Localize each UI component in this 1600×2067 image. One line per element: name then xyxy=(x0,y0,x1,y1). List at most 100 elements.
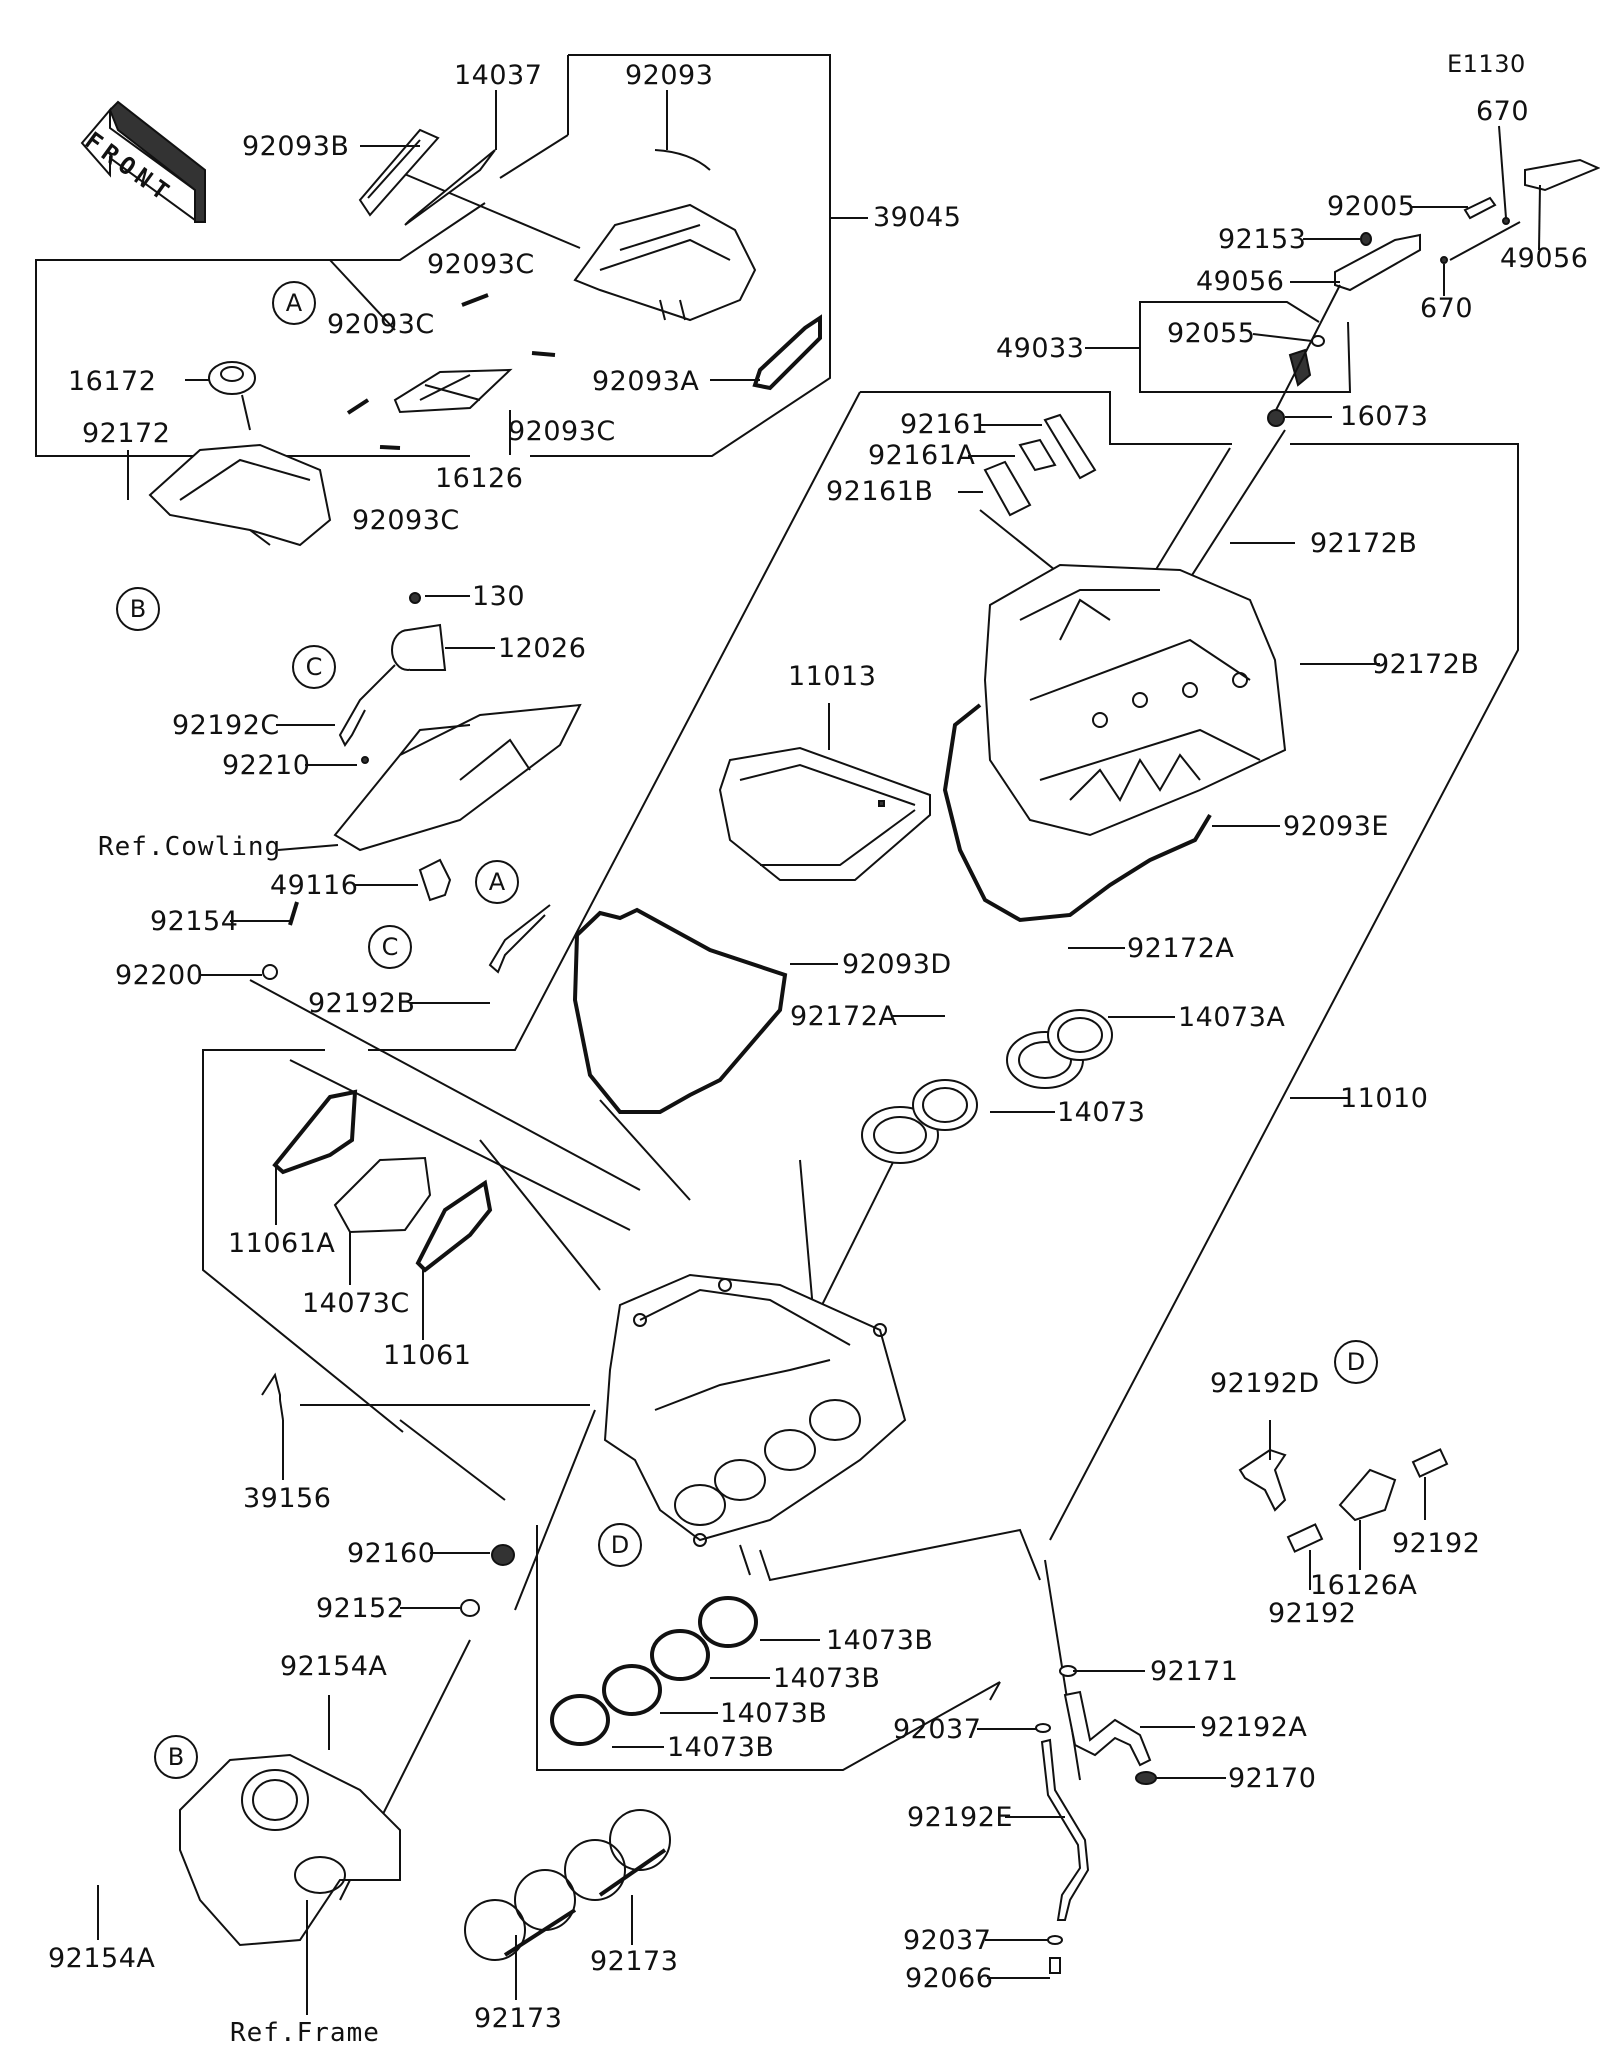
part-label-92093e[interactable]: 92093E xyxy=(1283,811,1389,842)
part-label-49116[interactable]: 49116 xyxy=(270,870,359,901)
part-label-92192-left[interactable]: 92192 xyxy=(1268,1598,1357,1629)
part-label-92093c-3[interactable]: 92093C xyxy=(508,416,616,447)
callout-a-2: A xyxy=(475,860,519,904)
part-92093 xyxy=(655,150,710,170)
part-label-92055[interactable]: 92055 xyxy=(1167,318,1256,349)
part-label-92192d[interactable]: 92192D xyxy=(1210,1368,1320,1399)
part-label-92173-left[interactable]: 92173 xyxy=(474,2003,563,2034)
diagram-code: E1130 xyxy=(1447,50,1526,78)
part-label-92152[interactable]: 92152 xyxy=(316,1593,405,1624)
part-label-39045[interactable]: 39045 xyxy=(873,202,962,233)
part-label-92161[interactable]: 92161 xyxy=(900,409,989,440)
part-92192d xyxy=(1240,1450,1285,1510)
part-label-92093c-1[interactable]: 92093C xyxy=(427,249,535,280)
part-14073b-rings xyxy=(552,1598,756,1744)
part-label-92192a[interactable]: 92192A xyxy=(1200,1712,1308,1743)
part-label-92161b[interactable]: 92161B xyxy=(826,476,934,507)
part-11061 xyxy=(418,1183,490,1270)
part-16172 xyxy=(209,362,255,430)
part-label-92093c-2[interactable]: 92093C xyxy=(327,309,435,340)
front-arrow-icon xyxy=(82,102,205,222)
part-label-49033[interactable]: 49033 xyxy=(996,333,1085,364)
part-92192b xyxy=(490,905,550,972)
part-label-16172[interactable]: 16172 xyxy=(68,366,157,397)
part-label-14073b-3[interactable]: 14073B xyxy=(720,1698,828,1729)
part-92005 xyxy=(1465,198,1495,218)
part-label-39156[interactable]: 39156 xyxy=(243,1483,332,1514)
part-11061a xyxy=(275,1092,355,1172)
part-92093d xyxy=(575,910,785,1112)
part-label-92172a-1[interactable]: 92172A xyxy=(1127,933,1235,964)
part-label-670-top[interactable]: 670 xyxy=(1476,96,1530,127)
part-label-92154a-left[interactable]: 92154A xyxy=(48,1943,156,1974)
part-92192a xyxy=(1065,1692,1150,1765)
part-label-92200[interactable]: 92200 xyxy=(115,960,204,991)
part-label-11013[interactable]: 11013 xyxy=(788,661,877,692)
group-box-39045 xyxy=(530,55,830,456)
part-92173-clamps xyxy=(465,1810,670,1960)
part-label-92093a[interactable]: 92093A xyxy=(592,366,700,397)
part-label-92171[interactable]: 92171 xyxy=(1150,1656,1239,1687)
part-label-92172b-2[interactable]: 92172B xyxy=(1372,649,1480,680)
part-label-92161a[interactable]: 92161A xyxy=(868,440,976,471)
part-label-92037-top[interactable]: 92037 xyxy=(893,1714,982,1745)
part-12026 xyxy=(392,625,445,670)
part-92210 xyxy=(362,757,368,763)
part-label-14073a[interactable]: 14073A xyxy=(1178,1002,1286,1033)
part-label-92173-right[interactable]: 92173 xyxy=(590,1946,679,1977)
part-label-92154[interactable]: 92154 xyxy=(150,906,239,937)
part-label-11061a[interactable]: 11061A xyxy=(228,1228,336,1259)
part-92170 xyxy=(1136,1772,1156,1784)
part-label-92172b-1[interactable]: 92172B xyxy=(1310,528,1418,559)
part-92160 xyxy=(492,1545,514,1565)
part-label-92160[interactable]: 92160 xyxy=(347,1538,436,1569)
part-label-92093[interactable]: 92093 xyxy=(625,60,714,91)
part-label-14037[interactable]: 14037 xyxy=(454,60,543,91)
part-label-11061[interactable]: 11061 xyxy=(383,1340,472,1371)
part-label-670-bottom[interactable]: 670 xyxy=(1420,293,1474,324)
part-14073 xyxy=(862,1080,977,1163)
part-label-16126a[interactable]: 16126A xyxy=(1310,1570,1418,1601)
part-16126a xyxy=(1340,1470,1395,1520)
part-label-92172a-2[interactable]: 92172A xyxy=(790,1001,898,1032)
part-label-11010[interactable]: 11010 xyxy=(1340,1083,1429,1114)
part-lower-housing xyxy=(150,445,330,545)
part-label-14073c[interactable]: 14073C xyxy=(302,1288,410,1319)
part-92037-bottom xyxy=(1048,1936,1062,1944)
part-label-92172[interactable]: 92172 xyxy=(82,418,171,449)
part-label-16126[interactable]: 16126 xyxy=(435,463,524,494)
part-label-92170[interactable]: 92170 xyxy=(1228,1763,1317,1794)
part-label-49056-right[interactable]: 49056 xyxy=(1500,243,1589,274)
part-label-16073[interactable]: 16073 xyxy=(1340,401,1429,432)
part-92192-right xyxy=(1413,1449,1447,1476)
part-label-92192c[interactable]: 92192C xyxy=(172,710,280,741)
part-label-14073b-4[interactable]: 14073B xyxy=(667,1732,775,1763)
part-92093e xyxy=(945,705,1210,920)
part-label-92154a-top[interactable]: 92154A xyxy=(280,1651,388,1682)
part-label-12026[interactable]: 12026 xyxy=(498,633,587,664)
part-label-92066[interactable]: 92066 xyxy=(905,1963,994,1994)
part-label-92093d[interactable]: 92093D xyxy=(842,949,952,980)
part-label-92192e[interactable]: 92192E xyxy=(907,1802,1013,1833)
part-label-92093c-4[interactable]: 92093C xyxy=(352,505,460,536)
part-label-14073[interactable]: 14073 xyxy=(1057,1097,1146,1128)
part-label-92037-bottom[interactable]: 92037 xyxy=(903,1925,992,1956)
part-cowling-bracket xyxy=(335,705,580,850)
part-label-ref-frame[interactable]: Ref.Frame xyxy=(230,2018,380,2048)
part-label-49056-left[interactable]: 49056 xyxy=(1196,266,1285,297)
part-label-92005[interactable]: 92005 xyxy=(1327,191,1416,222)
part-49056-left xyxy=(1335,235,1420,290)
callout-c-1: C xyxy=(292,645,336,689)
part-label-14073b-2[interactable]: 14073B xyxy=(773,1663,881,1694)
part-label-92093b[interactable]: 92093B xyxy=(242,131,350,162)
part-label-92192b[interactable]: 92192B xyxy=(308,988,416,1019)
part-label-ref-cowling[interactable]: Ref.Cowling xyxy=(98,832,282,862)
part-label-92210[interactable]: 92210 xyxy=(222,750,311,781)
part-label-92153[interactable]: 92153 xyxy=(1218,224,1307,255)
part-label-130[interactable]: 130 xyxy=(472,581,526,612)
part-label-92192-right[interactable]: 92192 xyxy=(1392,1528,1481,1559)
part-label-14073b-1[interactable]: 14073B xyxy=(826,1625,934,1656)
part-670-top xyxy=(1503,218,1509,224)
part-130 xyxy=(410,593,420,603)
